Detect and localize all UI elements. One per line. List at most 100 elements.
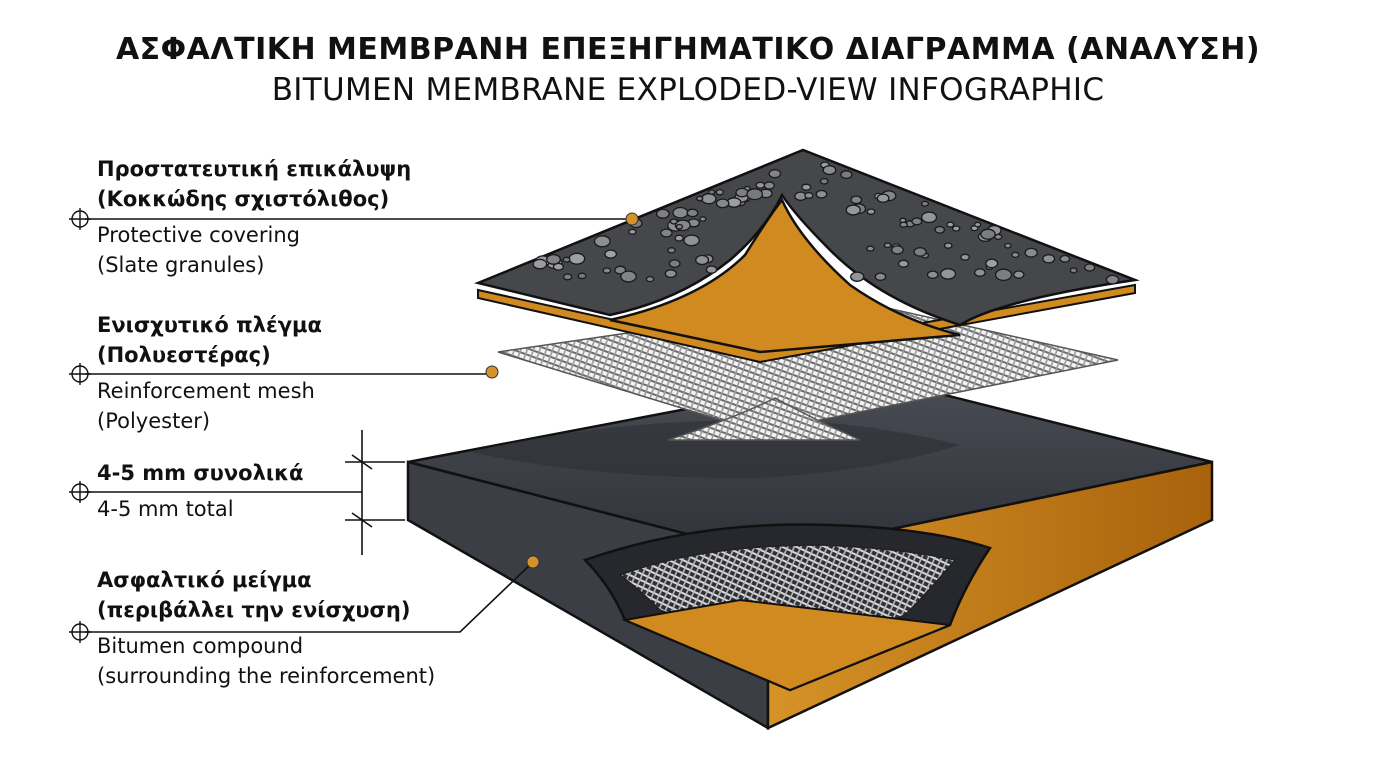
- slate-granule: [940, 268, 957, 280]
- slate-granule: [562, 273, 573, 281]
- slate-granule: [926, 270, 939, 279]
- slate-granule: [707, 189, 716, 195]
- slate-granules: [532, 161, 1120, 285]
- slate-granule: [568, 252, 586, 265]
- slate-granule: [850, 271, 865, 282]
- slate-granule: [801, 183, 812, 191]
- title-greek: ΑΣΦΑΛΤΙΚΗ ΜΕΜΒΡΑΝΗ ΕΠΕΞΗΓΗΜΑΤΙΚΟ ΔΙΑΓΡΑΜ…: [115, 32, 1261, 67]
- crosshair-icon: [69, 363, 91, 385]
- slate-granule: [735, 187, 749, 198]
- slate-granule: [899, 221, 908, 228]
- leader-dot-mesh: [485, 365, 499, 379]
- slate-granule: [1042, 254, 1056, 264]
- slate-granule: [876, 193, 890, 203]
- slate-granule: [822, 165, 837, 176]
- slate-granule: [669, 218, 678, 225]
- label-mesh-english-2: (Polyester): [97, 409, 211, 433]
- label-bitumen-greek-1: Ασφαλτικό μείγμα: [97, 568, 312, 592]
- slate-granule: [804, 192, 814, 199]
- label-mesh-greek-2: (Πολυεστέρας): [97, 343, 271, 367]
- slate-granule: [874, 272, 887, 281]
- slate-granule: [973, 221, 982, 228]
- slate-granule: [755, 181, 766, 189]
- label-bitumen-greek-2: (περιβάλλει την ενίσχυση): [97, 598, 411, 622]
- slate-granule: [660, 228, 673, 238]
- label-thickness: 4-5 mm συνολικά 4-5 mm total: [97, 458, 303, 524]
- leader-dot-bitumen: [526, 555, 540, 569]
- slate-granule: [674, 234, 684, 242]
- slate-granule: [960, 253, 970, 261]
- slate-granule: [943, 242, 953, 249]
- slate-granule: [620, 270, 637, 283]
- slate-granule: [602, 267, 612, 274]
- label-mesh-greek-1: Ενισχυτικό πλέγμα: [97, 313, 322, 337]
- slate-granule: [1004, 242, 1012, 249]
- label-reinforcement-mesh: Ενισχυτικό πλέγμα (Πολυεστέρας) Reinforc…: [97, 310, 322, 436]
- label-protective-english-1: Protective covering: [97, 223, 300, 247]
- slate-granule: [699, 216, 707, 222]
- slate-granule: [985, 258, 999, 269]
- leader-dots: [485, 212, 639, 569]
- label-thickness-greek: 4-5 mm συνολικά: [97, 461, 304, 485]
- slate-granule: [1084, 263, 1096, 272]
- slate-granule: [890, 245, 904, 255]
- label-bitumen-english-1: Bitumen compound: [97, 634, 304, 658]
- label-protective-greek-1: Προστατευτική επικάλυψη: [97, 157, 412, 181]
- slate-granule: [645, 275, 655, 283]
- slab-inner-core: [621, 598, 951, 692]
- label-protective-covering: Προστατευτική επικάλυψη (Κοκκώδης σχιστό…: [97, 154, 411, 280]
- slate-granule: [913, 247, 927, 257]
- slate-granule: [746, 188, 764, 201]
- slate-granule: [695, 195, 704, 202]
- leader-bitumen: [85, 561, 534, 633]
- slate-granule: [715, 198, 730, 209]
- slate-granule: [593, 235, 611, 248]
- label-protective-english-2: (Slate granules): [97, 253, 265, 277]
- slate-granule: [667, 247, 676, 254]
- slate-granule: [768, 169, 782, 179]
- slate-granule: [946, 221, 955, 228]
- slate-granule: [562, 256, 571, 263]
- slate-granule: [675, 223, 684, 230]
- slate-granule: [655, 208, 670, 219]
- slate-granule: [577, 272, 587, 280]
- slate-granule: [840, 170, 853, 180]
- protective-covering-layer: [473, 148, 1140, 364]
- slate-granule: [1013, 270, 1025, 279]
- crosshair-icons: [69, 208, 91, 643]
- label-mesh-english-1: Reinforcement mesh: [97, 379, 315, 403]
- slate-granule: [705, 265, 718, 274]
- slate-granule: [1069, 267, 1078, 274]
- slate-granule: [604, 249, 618, 259]
- slate-granule: [614, 265, 627, 275]
- slate-granule: [1059, 254, 1071, 263]
- slate-granule: [815, 189, 828, 199]
- slate-granule: [668, 259, 681, 268]
- slate-granule: [980, 228, 996, 240]
- slate-granule: [911, 217, 923, 226]
- slate-granule: [546, 253, 561, 265]
- leader-lines: [85, 218, 632, 633]
- slate-granule: [994, 268, 1013, 282]
- slate-granule: [973, 268, 986, 277]
- label-thickness-english: 4-5 mm total: [97, 497, 234, 521]
- slate-granule: [845, 204, 861, 216]
- slate-granule: [883, 242, 892, 249]
- bitumen-slab: [406, 373, 1214, 731]
- slate-granule: [921, 211, 938, 224]
- crosshair-icon: [69, 208, 91, 230]
- slate-granule: [701, 193, 717, 205]
- slate-granule: [664, 269, 677, 279]
- label-bitumen-compound: Ασφαλτικό μείγμα (περιβάλλει την ενίσχυσ…: [97, 565, 435, 691]
- label-protective-greek-2: (Κοκκώδης σχιστόλιθος): [97, 187, 390, 211]
- slate-granule: [897, 259, 910, 268]
- slate-granule: [866, 208, 876, 215]
- slate-granule: [683, 234, 700, 247]
- slate-granule: [628, 228, 637, 235]
- slate-granule: [715, 188, 725, 196]
- slate-granule: [850, 195, 863, 205]
- slate-granule: [672, 206, 689, 219]
- crosshair-icon: [69, 621, 91, 643]
- slate-granule: [763, 181, 775, 190]
